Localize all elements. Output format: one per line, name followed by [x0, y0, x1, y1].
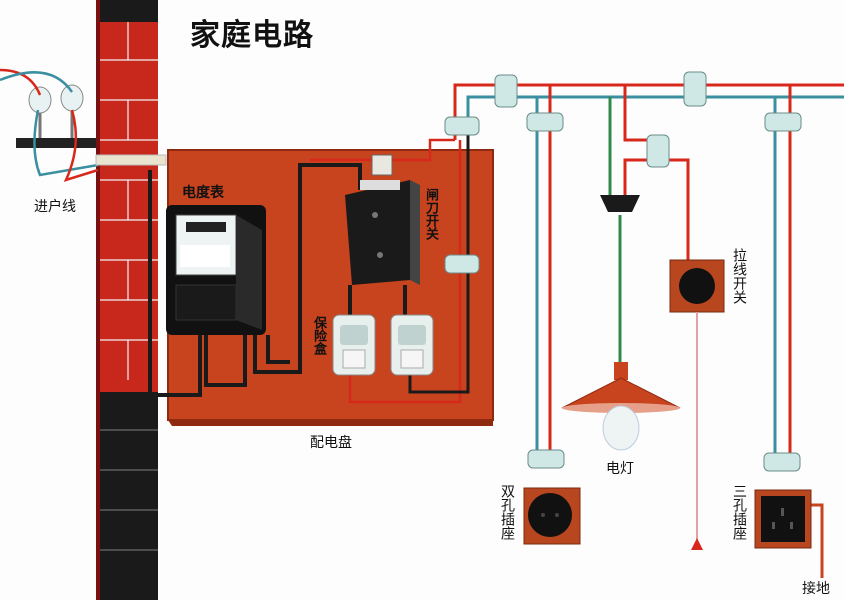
three-hole-socket-label: 三孔插座: [731, 484, 747, 540]
incoming-line-pole: [0, 68, 167, 183]
pull-switch: [669, 259, 725, 550]
brick-wall: [96, 0, 158, 600]
knife-switch: [345, 154, 420, 285]
diagram-title: 家庭电路: [190, 18, 314, 53]
meter-label: 电度表: [182, 185, 224, 201]
ground-label: 接地: [802, 581, 830, 597]
pull-switch-label: 拉线开关: [731, 248, 747, 304]
fuse-box-right: [390, 314, 434, 376]
fuse-box-left: [332, 314, 376, 376]
two-hole-socket-label: 双孔插座: [499, 484, 515, 540]
lamp: [561, 195, 681, 451]
distribution-board-label: 配电盘: [310, 435, 352, 451]
lamp-label: 电灯: [606, 461, 634, 477]
three-hole-socket: [754, 489, 812, 549]
incoming-line-label: 进户线: [34, 199, 76, 215]
distribution-board-panel: [167, 149, 494, 426]
knife-switch-label: 闸刀开关: [423, 188, 438, 240]
fuse-box-label: 保险盒: [311, 316, 326, 355]
two-hole-socket: [523, 487, 581, 545]
electricity-meter: [166, 205, 266, 335]
wire-insulators: [444, 71, 802, 472]
